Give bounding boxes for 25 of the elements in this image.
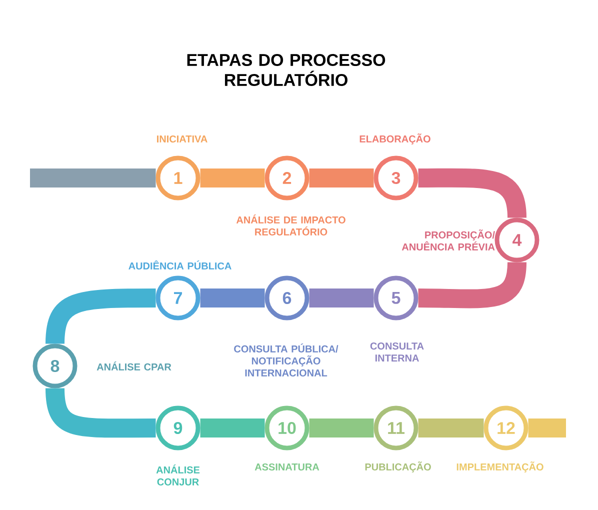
step-label: ANÁLISE CPAR (96, 362, 172, 370)
step-label: PUBLICAÇÃO (365, 462, 431, 472)
path-band (418, 262, 526, 308)
step-label: IMPLEMENTAÇÃO (456, 462, 544, 472)
step-label: ANÁLISE DE IMPACTO REGULATÓRIO (236, 214, 346, 236)
path-band (309, 168, 374, 188)
path-band (200, 168, 265, 188)
step-label: AUDIÊNCIA PÚBLICA (128, 260, 232, 270)
step-label: CONSULTA INTERNA (370, 342, 424, 362)
path-band (418, 418, 484, 438)
title: ETAPAS DO PROCESSO REGULATÓRIO (187, 54, 386, 86)
step-label: ELABORAÇÃO (360, 134, 430, 144)
path-band (46, 388, 156, 438)
path-band (200, 418, 265, 438)
step-label: ASSINATURA (254, 463, 320, 471)
path-band (200, 288, 265, 308)
path-band (528, 418, 566, 438)
path-band (418, 168, 526, 218)
step-label: PROPOSIÇÃO/ ANUÊNCIA PRÉVIA (402, 229, 495, 250)
path-band (30, 168, 156, 188)
step-label: ANÁLISE CONJUR (156, 464, 200, 486)
path-band (309, 288, 374, 308)
step-label: CONSULTA PÚBLICA/ NOTIFICAÇÃO INTERNACIONAL (234, 344, 338, 376)
step-label: INICIATIVA (157, 135, 208, 143)
path-band (309, 418, 374, 438)
